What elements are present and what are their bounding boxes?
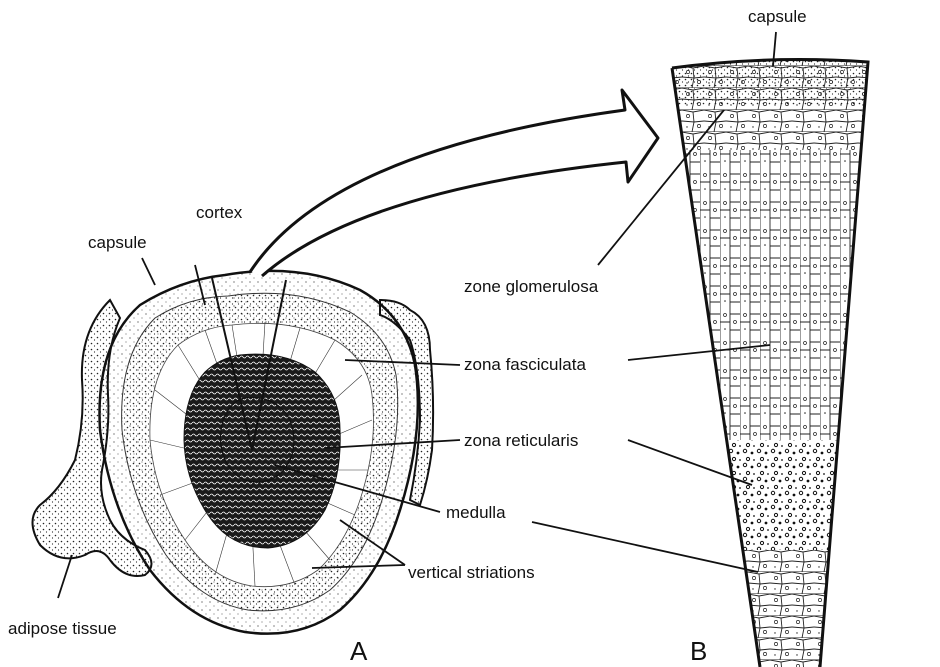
- label-capsule-a: capsule: [88, 233, 147, 252]
- label-medulla: medulla: [446, 503, 506, 522]
- label-zona-reticularis: zona reticularis: [464, 431, 578, 450]
- label-adipose-tissue: adipose tissue: [8, 619, 117, 638]
- magnification-arrow: [250, 90, 658, 276]
- label-zone-glomerulosa: zone glomerulosa: [464, 277, 599, 296]
- label-zona-fasciculata: zona fasciculata: [464, 355, 586, 374]
- label-vertical-striations: vertical striations: [408, 563, 535, 582]
- leader-capsule-a: [142, 258, 155, 285]
- medulla-core: [220, 398, 293, 483]
- leader-medulla-b: [532, 522, 758, 572]
- panel-label-a: A: [350, 636, 368, 666]
- leader-adipose: [58, 555, 72, 598]
- panel-label-b: B: [690, 636, 707, 666]
- label-cortex: cortex: [196, 203, 243, 222]
- label-capsule-b: capsule: [748, 7, 807, 26]
